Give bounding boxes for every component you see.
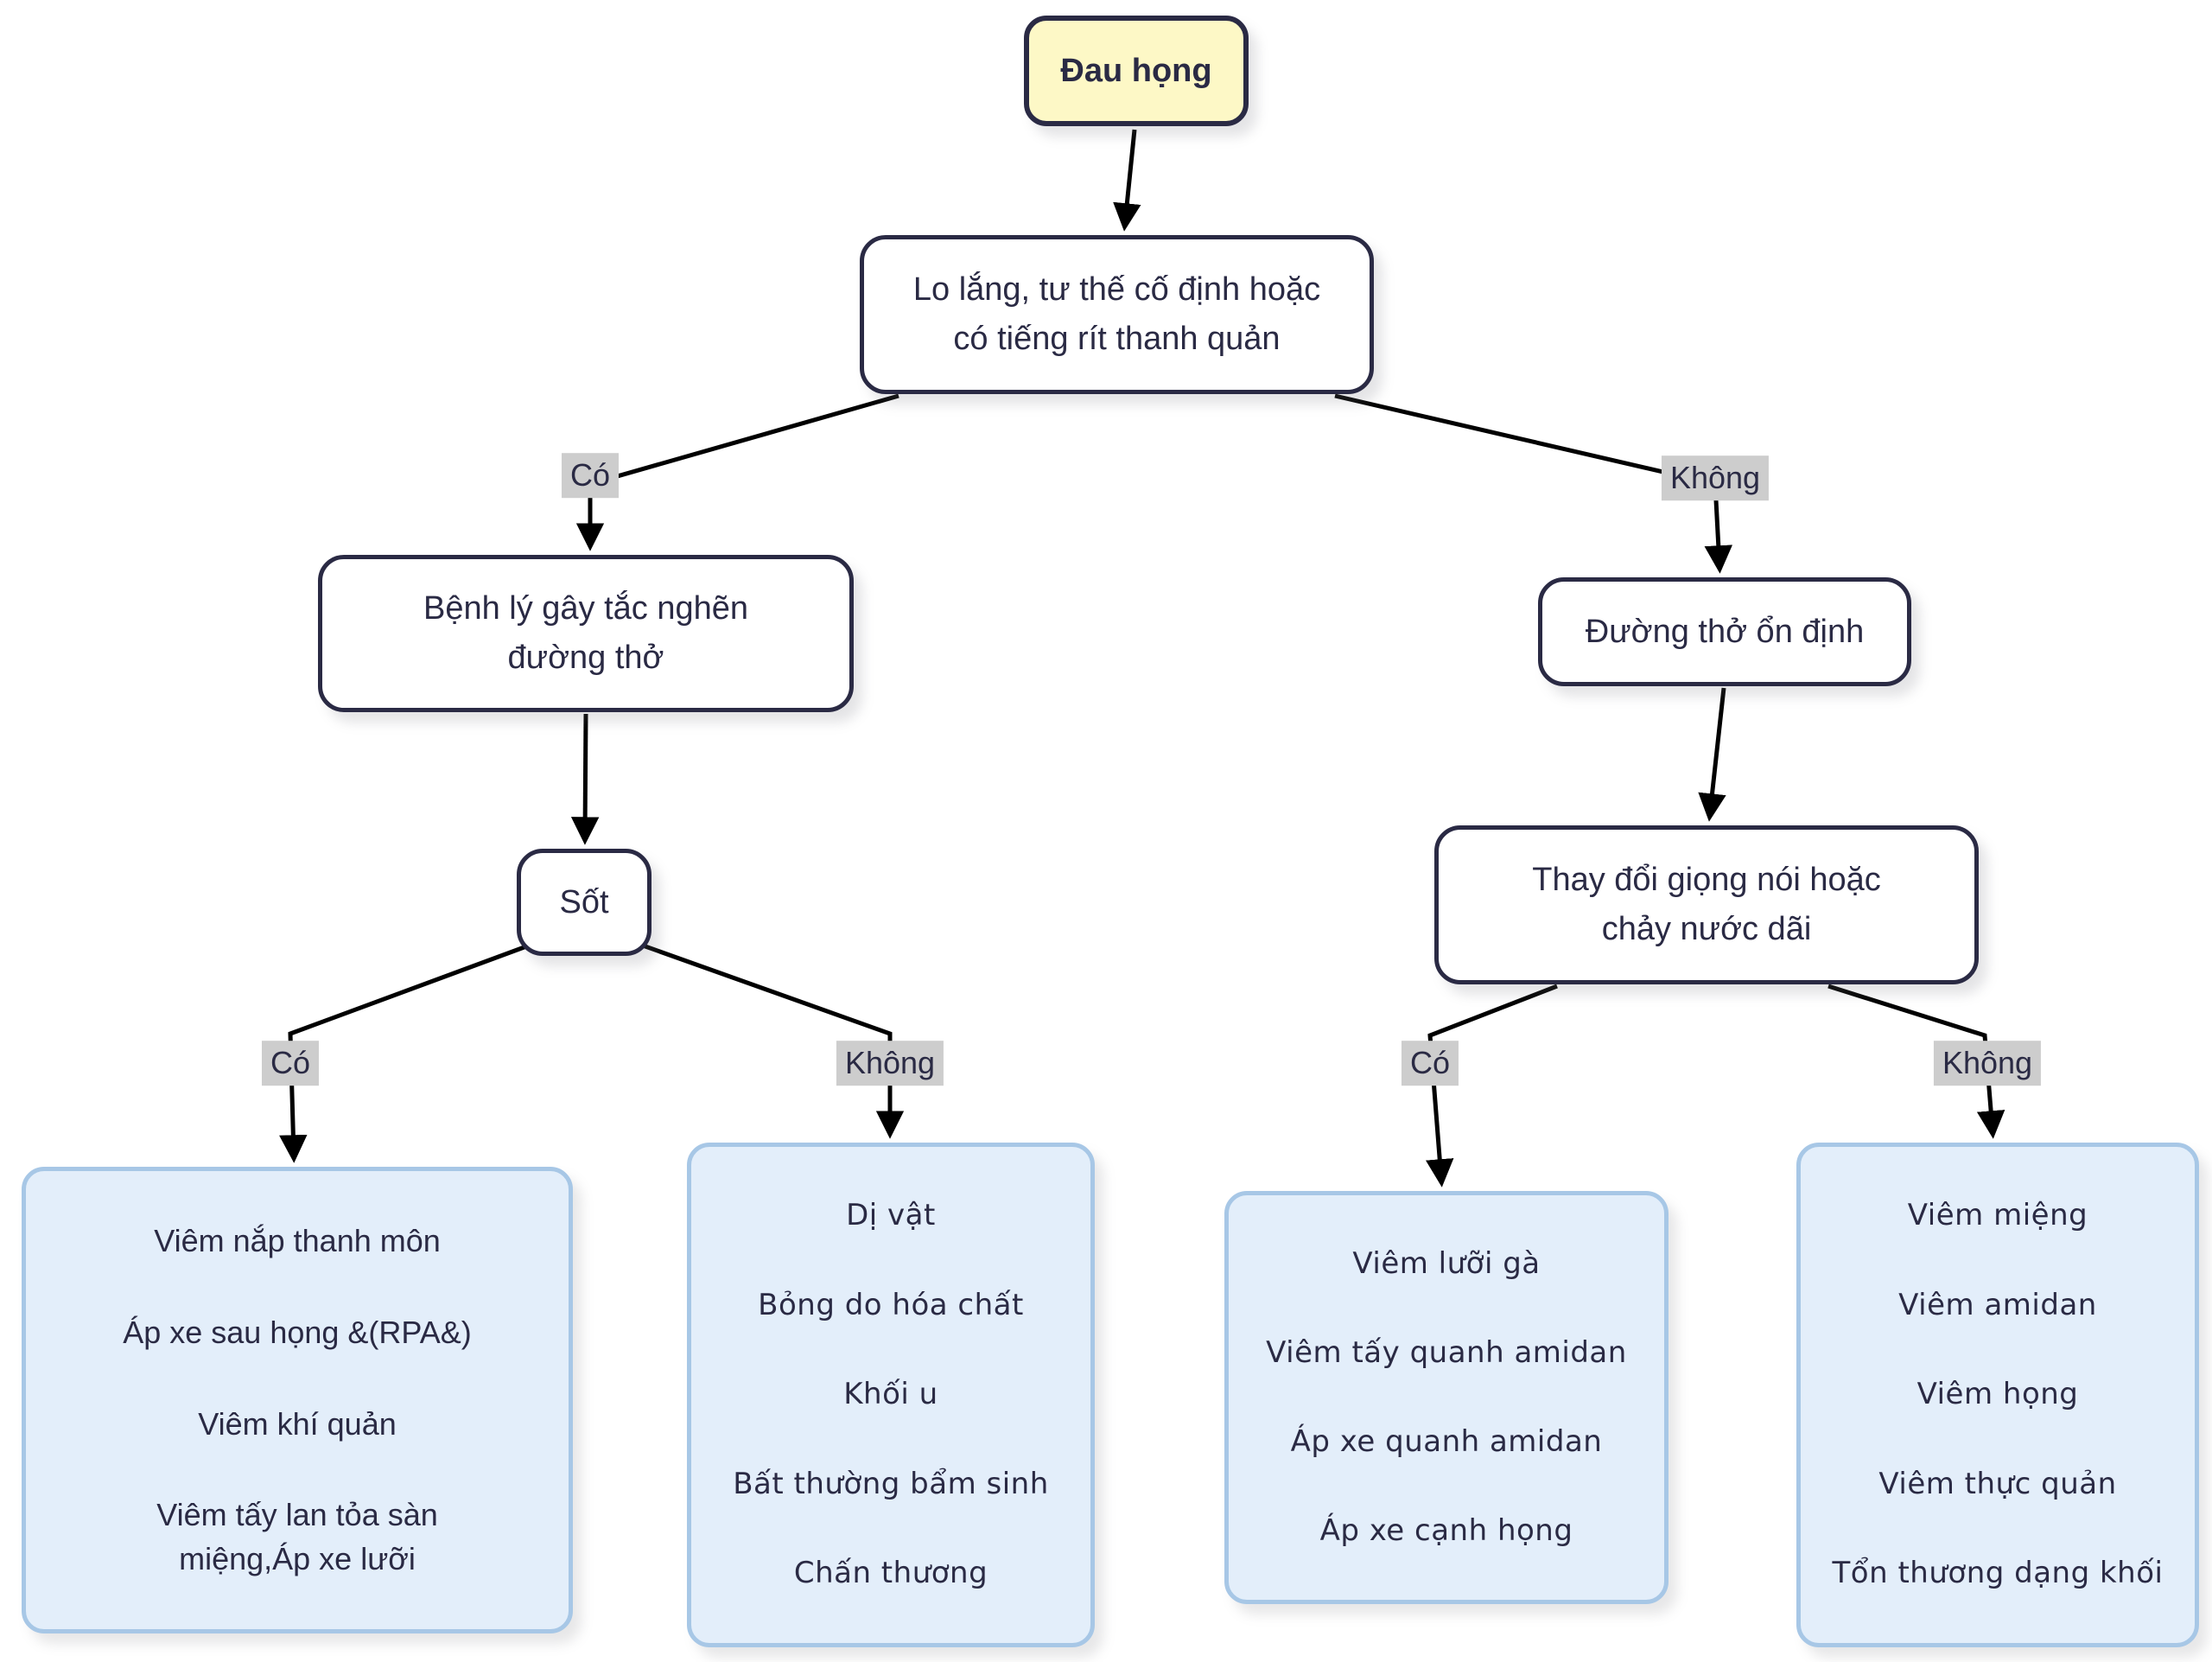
node-voice-drooling: Thay đổi giọng nói hoặc chảy nước dãi [1434, 825, 1979, 984]
leaf-item: Viêm nắp thanh môn [154, 1222, 441, 1258]
leaf-item: Khối u [843, 1377, 938, 1412]
node-sore-throat: Đau họng [1024, 16, 1249, 126]
edge-voice-no-to-leaf4 [1827, 984, 2005, 1139]
leaf-box-fever-yes: Viêm nắp thanh môn Áp xe sau họng &(RPA&)… [22, 1167, 573, 1633]
edge-label-anxiety-no: Không [1661, 455, 1770, 500]
leaf-item: Áp xe cạnh họng [1319, 1512, 1573, 1548]
leaf-item: Tổn thương dạng khối [1832, 1556, 2164, 1591]
edge-fever-yes-to-leaf1 [279, 943, 530, 1163]
leaf-item: Viêm lưỡi gà [1352, 1245, 1541, 1281]
edge-label-voice-no: Không [1933, 1041, 2042, 1086]
leaf-item: Áp xe sau họng &(RPA&) [123, 1314, 472, 1350]
node-airway-obstruction: Bệnh lý gây tắc nghẽn đường thở [318, 555, 854, 712]
node-anxiety-stridor: Lo lắng, tư thế cố định hoặc có tiếng rí… [860, 235, 1374, 394]
leaf-item: Viêm thực quản [1878, 1466, 2117, 1501]
edge-label-voice-yes: Có [1401, 1041, 1459, 1086]
leaf-item: Bỏng do hóa chất [758, 1287, 1024, 1322]
leaf-item: Viêm tấy quanh amidan [1266, 1334, 1627, 1370]
node-stable-airway: Đường thở ổn định [1538, 577, 1911, 686]
leaf-item: Viêm họng [1916, 1377, 2079, 1412]
leaf-item: Viêm tấy lan tỏa sàn miệng,Áp xe lưỡi [156, 1497, 438, 1576]
leaf-item: Viêm amidan [1898, 1287, 2097, 1322]
leaf-item: Bất thường bẩm sinh [733, 1466, 1049, 1501]
leaf-item: Dị vật [846, 1198, 936, 1232]
leaf-item: Áp xe quanh amidan [1290, 1423, 1603, 1459]
leaf-item: Chấn thương [793, 1556, 988, 1591]
edge-fever-no-to-leaf2 [642, 943, 905, 1139]
leaf-item: Viêm khí quản [198, 1405, 397, 1442]
edge-root-to-anxiety [1113, 129, 1141, 232]
edge-label-fever-yes: Có [261, 1041, 320, 1086]
leaf-item: Viêm miệng [1907, 1198, 2088, 1232]
edge-label-anxiety-yes: Có [561, 453, 620, 498]
edge-stable-to-voice [1698, 687, 1726, 822]
edge-voice-yes-to-leaf3 [1426, 984, 1558, 1188]
edge-obstruction-to-fever [570, 713, 600, 845]
edge-anxiety-yes-to-obstruction [575, 393, 899, 551]
leaf-box-voice-yes: Viêm lưỡi gà Viêm tấy quanh amidan Áp xe q… [1224, 1191, 1669, 1604]
node-fever: Sốt [517, 849, 652, 956]
edge-label-fever-no: Không [836, 1041, 944, 1086]
